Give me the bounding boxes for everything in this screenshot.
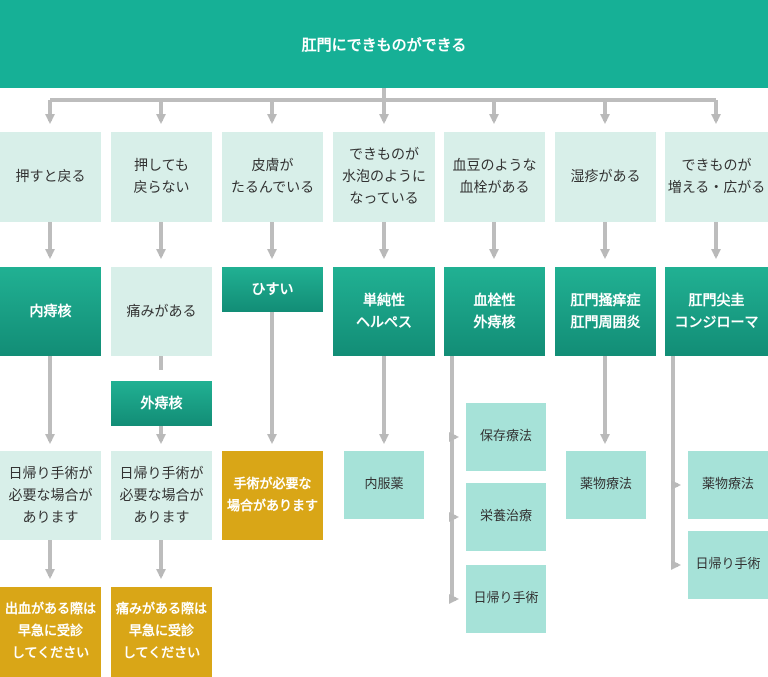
diagnosis-box: 単純性 ヘルペス — [333, 267, 435, 356]
treatment-box: 日帰り手術 — [688, 531, 768, 599]
diagnosis-box: 肛門尖圭 コンジローマ — [665, 267, 768, 356]
symptom-box: 皮膚が たるんでいる — [222, 132, 323, 222]
diagnosis-box: 外痔核 — [111, 381, 212, 426]
treatment-box: 日帰り手術 — [466, 565, 546, 633]
note-box: 日帰り手術が 必要な場合が あります — [0, 451, 101, 540]
advice-box: 手術が必要な 場合があります — [222, 451, 323, 540]
note-box: 日帰り手術が 必要な場合が あります — [111, 451, 212, 540]
treatment-box: 薬物療法 — [566, 451, 646, 519]
advice-box: 出血がある際は 早急に受診 してください — [0, 587, 101, 677]
diagnosis-box: 血栓性 外痔核 — [444, 267, 545, 356]
symptom-box: 押すと戻る — [0, 132, 101, 222]
advice-box: 痛みがある際は 早急に受診 してください — [111, 587, 212, 677]
treatment-box: 内服薬 — [344, 451, 424, 519]
page-title: 肛門にできものができる — [0, 0, 768, 88]
symptom-box: 湿疹がある — [555, 132, 656, 222]
symptom-box: できものが 水泡のように なっている — [333, 132, 435, 222]
condition-box: 痛みがある — [111, 267, 212, 356]
diagnosis-box: 肛門掻痒症 肛門周囲炎 — [555, 267, 656, 356]
treatment-box: 保存療法 — [466, 403, 546, 471]
symptom-box: 押しても 戻らない — [111, 132, 212, 222]
treatment-box: 栄養治療 — [466, 483, 546, 551]
diagnosis-box: ひすい — [222, 267, 323, 312]
symptom-box: 血豆のような 血栓がある — [444, 132, 545, 222]
treatment-box: 薬物療法 — [688, 451, 768, 519]
diagnosis-box: 内痔核 — [0, 267, 101, 356]
symptom-box: できものが 増える・広がる — [665, 132, 768, 222]
